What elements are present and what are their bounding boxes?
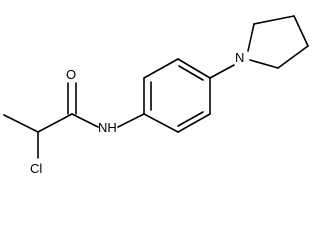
bond-chiral-carbonyl <box>37 113 73 133</box>
ring-bond-2 <box>143 58 179 79</box>
pyrrolidine-bond-4 <box>277 45 309 69</box>
ring-bond-3 <box>177 58 211 79</box>
bond-ring-n <box>209 64 235 79</box>
ring-double-2 <box>178 65 204 81</box>
ring-bond-5 <box>177 113 211 133</box>
pyrrolidine-bond-2 <box>253 15 295 25</box>
bond-c-n-amide <box>71 113 99 128</box>
ring-double-3 <box>177 111 204 127</box>
chemical-structure-diagram: O NH Cl N <box>3 15 309 176</box>
atom-label-amide-nh: NH <box>98 120 117 135</box>
pyrrolidine-bond-5 <box>249 59 279 69</box>
pyrrolidine-bond-3 <box>293 15 309 47</box>
atom-label-oxygen: O <box>66 67 76 82</box>
molecule-drawing: O NH Cl N <box>3 15 309 176</box>
bond-nh-ring <box>117 113 145 128</box>
atom-label-pyrrolidine-n: N <box>235 50 244 65</box>
pyrrolidine-bond-1 <box>247 23 255 52</box>
atom-label-chlorine: Cl <box>30 161 42 176</box>
bond-methyl <box>3 114 39 133</box>
ring-bond-6 <box>143 113 179 133</box>
